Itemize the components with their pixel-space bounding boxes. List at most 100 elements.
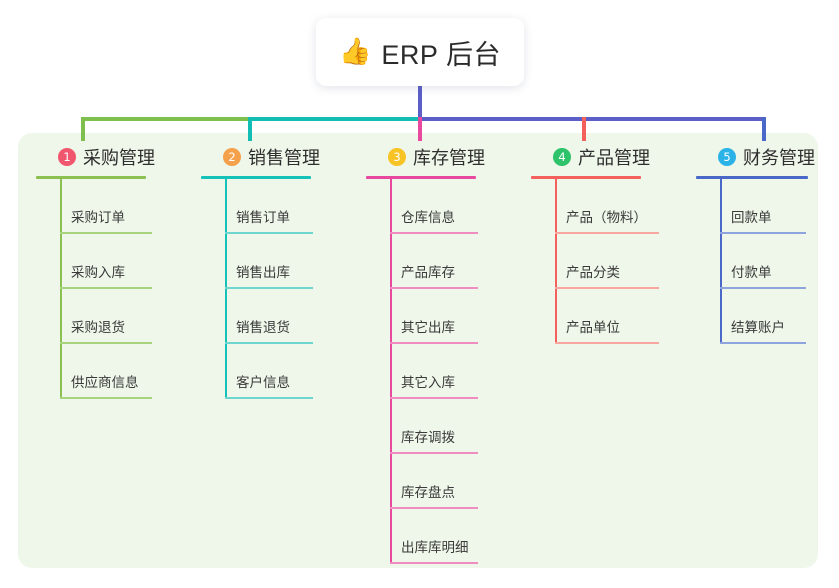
column-rail-4 <box>555 179 557 344</box>
column-2: 2 销售管理销售订单销售出库销售退货客户信息 <box>201 144 320 399</box>
leaf-node-label: 库存调拨 <box>401 430 455 445</box>
leaf-node[interactable]: 销售订单 <box>201 179 320 234</box>
leaf-node-label: 库存盘点 <box>401 485 455 500</box>
column-badge-2: 2 <box>223 148 241 166</box>
leaf-node-rule <box>720 342 806 344</box>
leaf-node[interactable]: 产品库存 <box>366 234 485 289</box>
leaf-node-rule <box>390 287 478 289</box>
column-rail-5 <box>720 179 722 344</box>
column-title-1: 采购管理 <box>83 148 155 168</box>
column-badge-5: 5 <box>718 148 736 166</box>
leaf-node-label: 结算账户 <box>731 320 785 335</box>
leaf-node-label: 回款单 <box>731 210 772 225</box>
column-4: 4 产品管理产品（物料） 产品分类产品单位 <box>531 144 659 344</box>
leaf-node-rule <box>60 287 152 289</box>
leaf-node[interactable]: 库存盘点 <box>366 454 485 509</box>
leaf-node-label: 销售订单 <box>236 210 290 225</box>
leaf-node-rule <box>60 232 152 234</box>
leaf-node-rule <box>60 397 152 399</box>
column-header-4[interactable]: 4 产品管理 <box>531 144 650 170</box>
leaf-node[interactable]: 回款单 <box>696 179 815 234</box>
leaf-node-label: 产品库存 <box>401 265 455 280</box>
page-title: ERP 后台 <box>381 39 501 70</box>
leaf-node-rule <box>225 232 313 234</box>
leaf-node[interactable]: 产品（物料） <box>531 179 659 234</box>
column-items-5: 回款单付款单结算账户 <box>696 179 815 344</box>
leaf-node-label: 客户信息 <box>236 375 290 390</box>
column-title-3: 库存管理 <box>413 148 485 168</box>
leaf-node-label: 产品单位 <box>566 320 620 335</box>
leaf-node-label: 产品分类 <box>566 265 620 280</box>
leaf-node[interactable]: 其它入库 <box>366 344 485 399</box>
column-header-3[interactable]: 3 库存管理 <box>366 144 485 170</box>
leaf-node-rule <box>720 287 806 289</box>
leaf-node-rule <box>720 232 806 234</box>
column-title-4: 产品管理 <box>578 148 650 168</box>
leaf-node-label: 销售退货 <box>236 320 290 335</box>
leaf-node[interactable]: 采购退货 <box>36 289 155 344</box>
leaf-node-rule <box>390 397 478 399</box>
column-1: 1 采购管理采购订单采购入库采购退货供应商信息 <box>36 144 155 399</box>
leaf-node-rule <box>555 287 659 289</box>
leaf-node-rule <box>225 287 313 289</box>
leaf-node-rule <box>555 342 659 344</box>
leaf-node[interactable]: 客户信息 <box>201 344 320 399</box>
leaf-node-label: 销售出库 <box>236 265 290 280</box>
column-header-rule-3 <box>366 176 476 179</box>
leaf-node-rule <box>225 342 313 344</box>
leaf-node[interactable]: 仓库信息 <box>366 179 485 234</box>
column-header-rule-2 <box>201 176 311 179</box>
leaf-node[interactable]: 付款单 <box>696 234 815 289</box>
column-title-5: 财务管理 <box>743 148 815 168</box>
column-header-2[interactable]: 2 销售管理 <box>201 144 320 170</box>
leaf-node-label: 其它出库 <box>401 320 455 335</box>
leaf-node-label: 供应商信息 <box>71 375 139 390</box>
column-header-rule-1 <box>36 176 146 179</box>
diagram-panel <box>18 133 818 568</box>
column-items-2: 销售订单销售出库销售退货客户信息 <box>201 179 320 399</box>
column-rail-1 <box>60 179 62 399</box>
leaf-node-rule <box>555 232 659 234</box>
leaf-node-label: 采购退货 <box>71 320 125 335</box>
leaf-node[interactable]: 采购入库 <box>36 234 155 289</box>
leaf-node-rule <box>225 397 313 399</box>
leaf-node-rule <box>60 342 152 344</box>
leaf-node-rule <box>390 232 478 234</box>
leaf-node[interactable]: 供应商信息 <box>36 344 155 399</box>
column-title-2: 销售管理 <box>248 148 320 168</box>
leaf-node-rule <box>390 342 478 344</box>
leaf-node[interactable]: 库存调拨 <box>366 399 485 454</box>
column-header-rule-4 <box>531 176 641 179</box>
column-items-4: 产品（物料） 产品分类产品单位 <box>531 179 659 344</box>
column-rail-3 <box>390 179 392 564</box>
leaf-node[interactable]: 结算账户 <box>696 289 815 344</box>
leaf-node[interactable]: 出库库明细 <box>366 509 485 564</box>
leaf-node-label: 其它入库 <box>401 375 455 390</box>
column-header-5[interactable]: 5 财务管理 <box>696 144 815 170</box>
leaf-node-label: 出库库明细 <box>401 540 469 555</box>
column-3: 3 库存管理仓库信息产品库存其它出库其它入库库存调拨库存盘点出库库明细 <box>366 144 485 564</box>
leaf-node-label: 仓库信息 <box>401 210 455 225</box>
leaf-node[interactable]: 产品分类 <box>531 234 659 289</box>
column-badge-3: 3 <box>388 148 406 166</box>
column-rail-2 <box>225 179 227 399</box>
column-badge-4: 4 <box>553 148 571 166</box>
column-items-3: 仓库信息产品库存其它出库其它入库库存调拨库存盘点出库库明细 <box>366 179 485 564</box>
column-badge-1: 1 <box>58 148 76 166</box>
leaf-node[interactable]: 采购订单 <box>36 179 155 234</box>
leaf-node-label: 采购订单 <box>71 210 125 225</box>
root-node-card[interactable]: 👍 ERP 后台 <box>316 18 524 86</box>
leaf-node[interactable]: 销售退货 <box>201 289 320 344</box>
leaf-node-label: 付款单 <box>731 265 772 280</box>
thumbs-up-emoji: 👍 <box>339 36 372 66</box>
leaf-node[interactable]: 销售出库 <box>201 234 320 289</box>
leaf-node-label: 产品（物料） <box>566 210 647 225</box>
leaf-node-rule <box>390 507 478 509</box>
column-header-1[interactable]: 1 采购管理 <box>36 144 155 170</box>
leaf-node-label: 采购入库 <box>71 265 125 280</box>
column-header-rule-5 <box>696 176 808 179</box>
leaf-node[interactable]: 产品单位 <box>531 289 659 344</box>
leaf-node[interactable]: 其它出库 <box>366 289 485 344</box>
